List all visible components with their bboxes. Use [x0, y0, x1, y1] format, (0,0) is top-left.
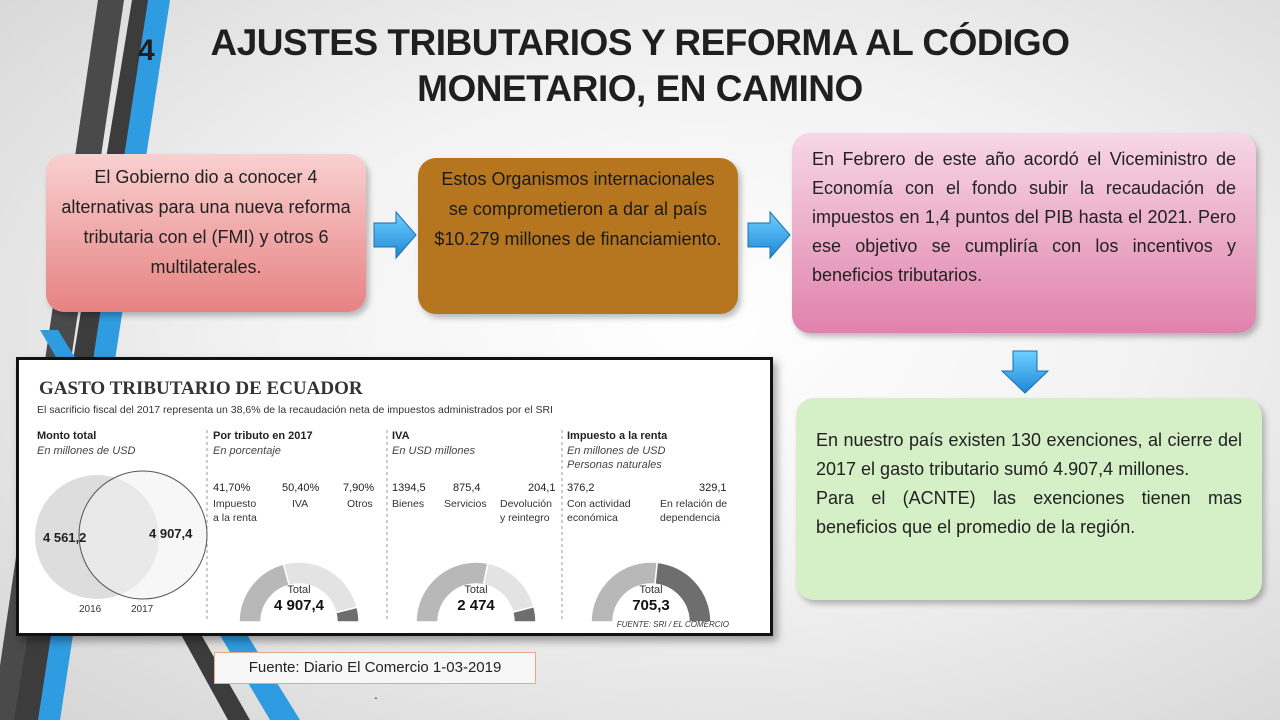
iva-bienes-value: 1394,5 [392, 482, 426, 494]
venn-2016-label: 2016 [79, 604, 102, 615]
infographic-subtitle: El sacrificio fiscal del 2017 representa… [37, 404, 553, 416]
gauge-3-total-value: 705,3 [632, 597, 670, 614]
renta-dependencia-label-2: dependencia [660, 512, 720, 524]
venn-2016-value: 4 561,2 [43, 530, 86, 545]
gauge-iva [415, 561, 537, 623]
arrow-right-1-icon [373, 210, 417, 260]
caption-dot: . [374, 686, 378, 702]
source-caption: Fuente: Diario El Comercio 1-03-2019 [214, 652, 536, 684]
iva-devolucion-label: Devolución [500, 498, 552, 510]
venn-2017-circle [78, 470, 208, 600]
gauge-2-total-label: Total [464, 584, 487, 596]
tributo-iva-value: 50,40% [282, 482, 320, 494]
title-line-1: AJUSTES TRIBUTARIOS Y REFORMA AL CÓDIGO [210, 22, 1070, 63]
tributo-renta-label-2: a la renta [213, 512, 257, 524]
renta-actividad-label-2: económica [567, 512, 618, 524]
box-exenciones-paragraph-2: Para el (ACNTE) las exenciones tienen ma… [816, 488, 1242, 537]
gauge-2-segment-3 [511, 605, 537, 623]
arrow-down-icon [1000, 350, 1050, 394]
slide-number: 4 [138, 34, 155, 67]
slide-title: AJUSTES TRIBUTARIOS Y REFORMA AL CÓDIGO … [140, 20, 1140, 112]
box-organismos-financiamiento: Estos Organismos internacionales se comp… [418, 158, 738, 314]
gauge-1-segment-3 [334, 606, 360, 623]
panel-1-unit: En millones de USD [37, 445, 135, 457]
iva-servicios-label: Servicios [444, 498, 487, 510]
gauge-1-total-label: Total [287, 584, 310, 596]
iva-servicios-value: 875,4 [453, 482, 481, 494]
box-exenciones: En nuestro país existen 130 exenciones, … [796, 398, 1262, 600]
infographic-title: GASTO TRIBUTARIO DE ECUADOR [39, 378, 363, 399]
iva-bienes-label: Bienes [392, 498, 424, 510]
tributo-renta-label: Impuesto [213, 498, 256, 510]
panel-1-heading: Monto total [37, 430, 96, 442]
iva-devolucion-label-2: y reintegro [500, 512, 550, 524]
infographic-canvas: GASTO TRIBUTARIO DE ECUADOR El sacrifici… [35, 378, 729, 629]
arrow-right-2-icon [747, 210, 791, 260]
box-gobierno-alternativas: El Gobierno dio a conocer 4 alternativas… [46, 154, 366, 312]
tributo-iva-label: IVA [292, 498, 308, 510]
gauge-2-total-value: 2 474 [457, 597, 495, 614]
panel-3-unit: En USD millones [392, 445, 476, 457]
gauge-3-total-label: Total [639, 584, 662, 596]
gauge-1-total-value: 4 907,4 [274, 597, 325, 614]
box-exenciones-paragraph-1: En nuestro país existen 130 exenciones, … [816, 430, 1242, 479]
gauge-3-segment-2 [654, 561, 712, 623]
iva-devolucion-value: 204,1 [528, 482, 556, 494]
box-viceministro-recaudacion: En Febrero de este año acordó el Vicemin… [792, 133, 1256, 333]
renta-actividad-value: 376,2 [567, 482, 595, 494]
panel-4-unit-2: Personas naturales [567, 459, 662, 471]
panel-4-unit: En millones de USD [567, 445, 665, 457]
infographic-source: FUENTE: SRI / EL COMERCIO [617, 620, 729, 629]
title-line-2: MONETARIO, EN CAMINO [417, 68, 863, 109]
infographic-gasto-tributario: GASTO TRIBUTARIO DE ECUADOR El sacrifici… [16, 357, 773, 636]
renta-dependencia-value: 329,1 [699, 482, 727, 494]
tributo-otros-value: 7,90% [343, 482, 374, 494]
panel-2-heading: Por tributo en 2017 [213, 430, 313, 442]
panel-4-heading: Impuesto a la renta [567, 430, 668, 442]
renta-dependencia-label: En relación de [660, 498, 727, 510]
venn-2017-label: 2017 [131, 604, 154, 615]
tributo-renta-value: 41,70% [213, 482, 251, 494]
renta-actividad-label: Con actividad [567, 498, 631, 510]
panel-3-heading: IVA [392, 430, 410, 442]
tributo-otros-label: Otros [347, 498, 373, 510]
gauge-impuesto-renta [590, 561, 712, 623]
gauge-por-tributo [238, 561, 360, 623]
panel-2-unit: En porcentaje [213, 445, 281, 457]
venn-2017-value: 4 907,4 [149, 526, 193, 541]
